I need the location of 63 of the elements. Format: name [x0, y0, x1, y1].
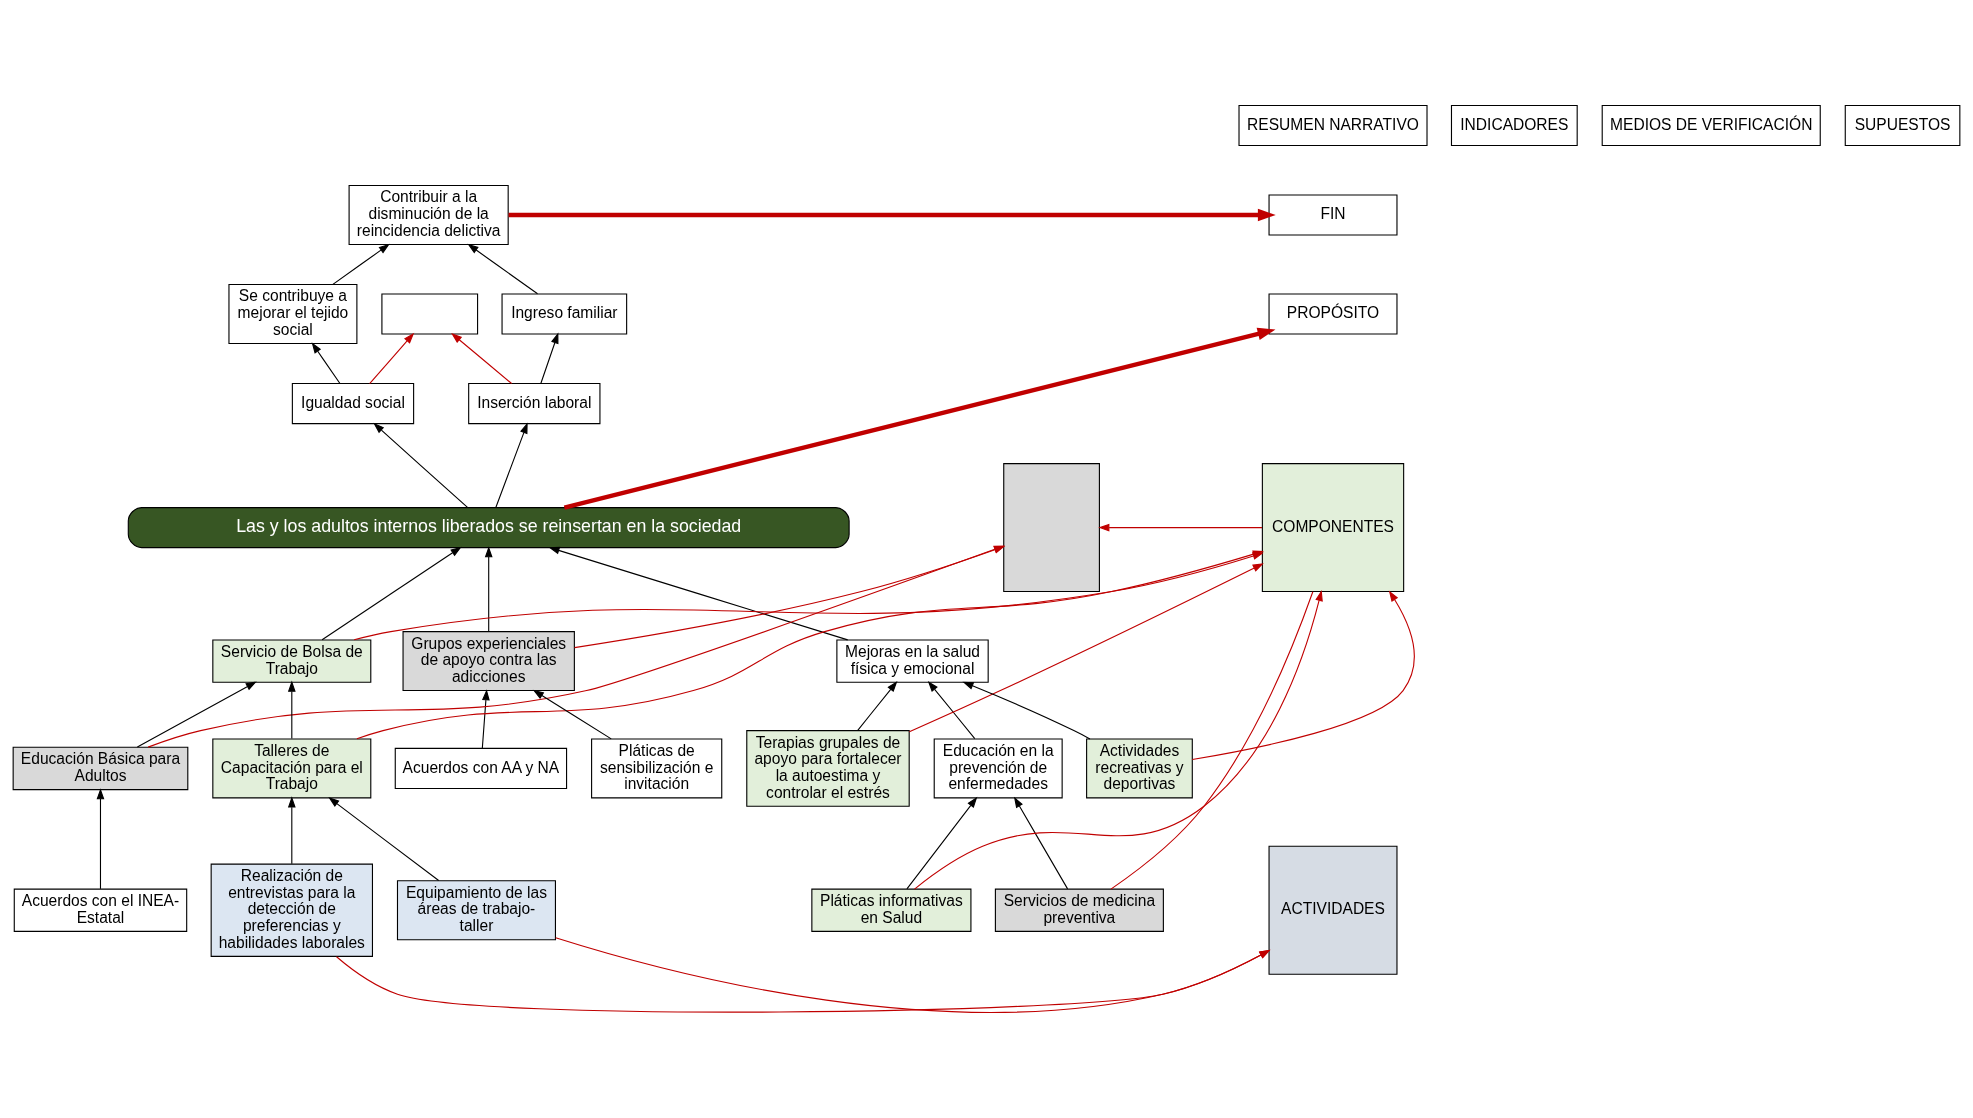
arrow — [962, 681, 1091, 740]
node-box: Contribuir a la disminución de la reincidencia delictiva — [348, 185, 509, 246]
arrow — [540, 332, 559, 385]
arrow — [287, 680, 296, 740]
node-box: Las y los adultos internos liberados se reinsertan en la sociedad — [127, 507, 850, 549]
arrow — [548, 546, 849, 641]
node-box: Realización de entrevistas para la detección de preferencias y habilidades laborales — [210, 863, 373, 957]
node-box: INDICADORES — [1450, 104, 1578, 147]
node-box: Terapias grupales de apoyo para fortalecer la autoestima y controlar el estrés — [746, 730, 910, 807]
arrow — [287, 796, 296, 865]
arrow — [96, 788, 105, 890]
node-box: Servicios de medicina preventiva — [994, 888, 1164, 932]
node-box: Talleres de Capacitación para el Trabajo — [212, 738, 372, 799]
node-box: Acuerdos con AA y NA — [394, 747, 568, 789]
arrow — [495, 422, 528, 508]
arrow — [1191, 590, 1415, 761]
arrow — [1013, 796, 1069, 890]
arrow — [451, 332, 513, 385]
arrow — [136, 681, 257, 748]
node-box: Actividades recreativas y deportivas — [1086, 738, 1193, 799]
node-box: COMPONENTES — [1261, 463, 1405, 593]
arrow — [336, 949, 1271, 1013]
node-box: Igualdad social — [291, 383, 415, 425]
node-box: Educación en la prevención de enfermedades — [933, 738, 1063, 799]
node-box: Servicio de Bolsa de Trabajo — [212, 639, 372, 683]
node-box: ACTIVIDADES — [1268, 845, 1398, 975]
node-box: Acuerdos con el INEA-Estatal — [13, 888, 188, 932]
arrow — [508, 208, 1276, 222]
arrow — [563, 327, 1276, 510]
node-box: Inserción laboral — [468, 383, 601, 425]
node-box: FIN — [1268, 194, 1398, 236]
node-box: Mejoras en la salud física y emocional — [836, 639, 989, 683]
arrow — [332, 243, 390, 285]
node-box: RESUMEN NARRATIVO — [1238, 104, 1428, 147]
arrow — [857, 680, 898, 732]
arrow — [321, 546, 462, 641]
arrow — [555, 937, 1271, 1013]
arrow — [373, 422, 469, 508]
node-box: Se contribuye a mejorar el tejido social — [228, 284, 358, 345]
arrow — [908, 563, 1264, 733]
arrow — [906, 796, 978, 890]
node-box: Ingreso familiar — [501, 293, 628, 335]
node-box: Equipamiento de las áreas de trabajo-taller — [396, 880, 556, 941]
node-box: Pláticas informativas en Salud — [811, 888, 972, 932]
arrow — [467, 243, 539, 295]
node-box: Educación Básica para Adultos — [12, 746, 189, 791]
node-box — [381, 293, 479, 335]
node-box — [1003, 463, 1100, 593]
node-box: PROPÓSITO — [1268, 293, 1398, 335]
arrow — [927, 680, 976, 740]
arrow — [481, 689, 490, 749]
arrow — [369, 332, 415, 385]
arrow — [328, 797, 440, 882]
arrow — [1098, 523, 1263, 532]
arrow — [484, 546, 493, 633]
arrow — [532, 689, 612, 740]
node-box: MEDIOS DE VERIFICACIÓN — [1601, 104, 1821, 147]
node-box: SUPUESTOS — [1844, 104, 1961, 147]
node-box: Grupos experienciales de apoyo contra las adicciones — [402, 631, 575, 692]
arrow — [311, 342, 341, 385]
node-box: Pláticas de sensibilización e invitación — [591, 738, 723, 799]
connector — [1110, 591, 1314, 890]
arrow — [913, 590, 1323, 890]
